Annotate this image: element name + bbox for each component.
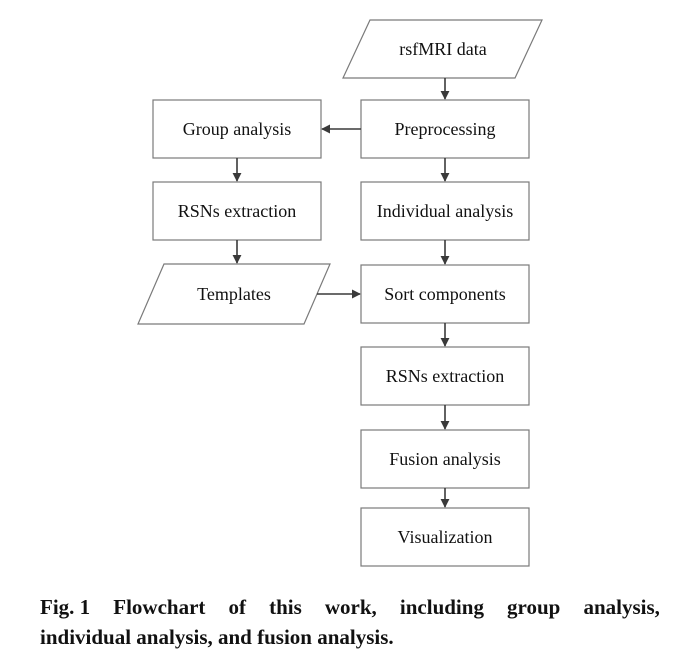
caption-word: this [269, 595, 302, 619]
node-templates: Templates [137, 263, 331, 325]
caption-line-1: Fig. 1 Flowchart of this work, including… [40, 592, 660, 622]
node-rsfmri-data: rsfMRI data [342, 19, 543, 79]
node-sort-components: Sort components [360, 264, 530, 324]
caption-word: Flowchart [113, 595, 206, 619]
node-rsfmri-data-label: rsfMRI data [399, 39, 486, 59]
node-preprocessing-label: Preprocessing [395, 119, 496, 139]
node-rsns-extraction-left-label: RSNs extraction [178, 201, 297, 221]
node-visualization-label: Visualization [398, 527, 493, 547]
node-fusion-analysis: Fusion analysis [360, 429, 530, 489]
caption-word: group [507, 595, 561, 619]
caption-word: of [228, 595, 247, 619]
node-rsns-extraction-right: RSNs extraction [360, 346, 530, 406]
node-individual-analysis: Individual analysis [360, 181, 530, 241]
node-group-analysis-label: Group analysis [183, 119, 291, 139]
node-individual-analysis-label: Individual analysis [377, 201, 513, 221]
node-rsns-extraction-right-label: RSNs extraction [386, 366, 505, 386]
node-fusion-analysis-label: Fusion analysis [389, 449, 501, 469]
caption-word: including [399, 595, 484, 619]
caption-figure-label: Fig. 1 [40, 595, 91, 619]
figure-caption: Fig. 1 Flowchart of this work, including… [40, 592, 660, 652]
node-visualization: Visualization [360, 507, 530, 567]
caption-word: work, [324, 595, 377, 619]
caption-line-2: individual analysis, and fusion analysis… [40, 625, 394, 649]
node-sort-components-label: Sort components [384, 284, 506, 304]
node-rsns-extraction-left: RSNs extraction [152, 181, 322, 241]
node-preprocessing: Preprocessing [360, 99, 530, 159]
node-templates-label: Templates [197, 284, 271, 304]
node-group-analysis: Group analysis [152, 99, 322, 159]
caption-word: analysis, [583, 595, 660, 619]
flowchart-diagram: rsfMRI data Preprocessing Group analysis… [137, 19, 543, 567]
